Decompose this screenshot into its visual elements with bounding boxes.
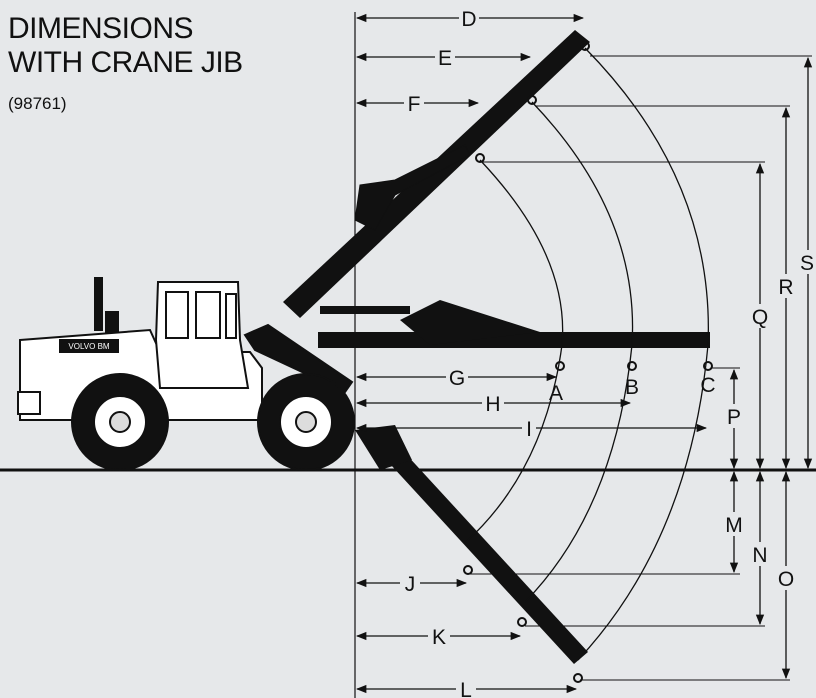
label-g: G <box>449 367 465 390</box>
label-b: B <box>625 376 639 399</box>
exhaust-pipe <box>94 277 103 331</box>
arc-inner <box>465 159 564 543</box>
air-intake <box>105 311 119 333</box>
loader-lift-arm <box>243 323 354 394</box>
label-m: M <box>725 514 743 537</box>
guide-lines <box>470 55 812 681</box>
jib-raised-boom <box>283 30 590 318</box>
brand-badge-plate <box>59 339 119 353</box>
hook-lowered-j <box>463 565 473 575</box>
brand-badge: VOLVO BM <box>68 342 110 351</box>
cab-window-front <box>225 293 237 339</box>
label-j: J <box>405 573 416 596</box>
dimension-labels: D E F G H I A B C J K L P Q R S M N O <box>400 7 816 698</box>
label-c: C <box>700 374 715 397</box>
label-p: P <box>727 406 741 429</box>
rear-wheel <box>71 373 169 471</box>
cab-window-left <box>165 291 189 339</box>
label-a: A <box>549 382 563 405</box>
jib-lowered <box>355 425 588 683</box>
hook-lowered-k <box>517 617 527 627</box>
arc-middle <box>524 101 634 603</box>
arc-outer <box>577 47 710 661</box>
label-n: N <box>752 544 767 567</box>
label-q: Q <box>752 306 768 329</box>
label-k: K <box>432 626 446 649</box>
jib-horizontal-cylinder <box>320 306 410 314</box>
label-e: E <box>438 47 452 70</box>
hook-raised-e <box>527 95 537 105</box>
figure-code: (98761) <box>8 94 67 113</box>
label-d: D <box>461 8 476 31</box>
title: DIMENSIONS WITH CRANE JIB <box>8 12 243 80</box>
front-wheel <box>257 373 355 471</box>
cab-window-right <box>195 291 221 339</box>
title-line-1: DIMENSIONS <box>8 12 194 45</box>
jib-raised <box>283 30 590 318</box>
jib-horizontal-boom <box>318 332 710 348</box>
label-i: I <box>526 418 532 441</box>
hook-horizontal-a <box>555 361 565 371</box>
hook-raised-d <box>580 41 590 51</box>
hook-horizontal-c <box>703 361 713 371</box>
label-f: F <box>408 93 421 116</box>
label-o: O <box>778 568 794 591</box>
jib-raised-bracket <box>354 144 471 231</box>
loader-rear-panel <box>17 391 41 415</box>
label-s: S <box>800 252 814 275</box>
jib-horizontal-bracket <box>400 300 540 345</box>
hook-horizontal-b <box>627 361 637 371</box>
reach-arcs <box>465 47 710 661</box>
label-h: H <box>485 393 500 416</box>
jib-lowered-boom <box>368 428 588 664</box>
wheel-loader: VOLVO BM <box>17 277 355 471</box>
hook-lowered-l <box>573 673 583 683</box>
label-r: R <box>778 276 793 299</box>
title-line-2: WITH CRANE JIB <box>8 46 243 79</box>
jib-horizontal <box>318 300 713 371</box>
jib-lowered-bracket <box>355 425 412 470</box>
label-l: L <box>460 679 472 698</box>
